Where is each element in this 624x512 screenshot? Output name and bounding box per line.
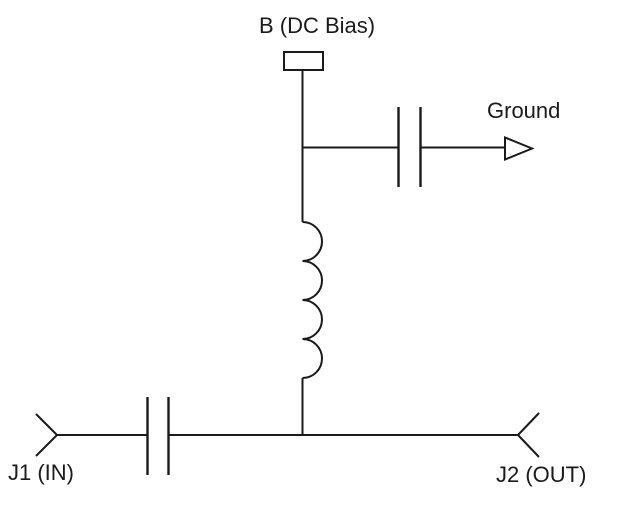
dc-bias-terminal-pad-icon [283,51,324,71]
j2-output-label: J2 (OUT) [496,462,587,487]
ground-label: Ground [487,98,561,123]
dc-bias-label: B (DC Bias) [259,13,376,38]
j1-input-label: J1 (IN) [8,460,74,485]
inductor-icon [302,221,323,379]
capacitor-to-ground [302,107,535,187]
capacitor-icon [397,107,422,187]
ground-arrow-icon [504,136,535,161]
dc-block-capacitor-icon [146,397,170,475]
j1-connector-icon [35,413,58,457]
j2-connector-icon [517,412,540,458]
